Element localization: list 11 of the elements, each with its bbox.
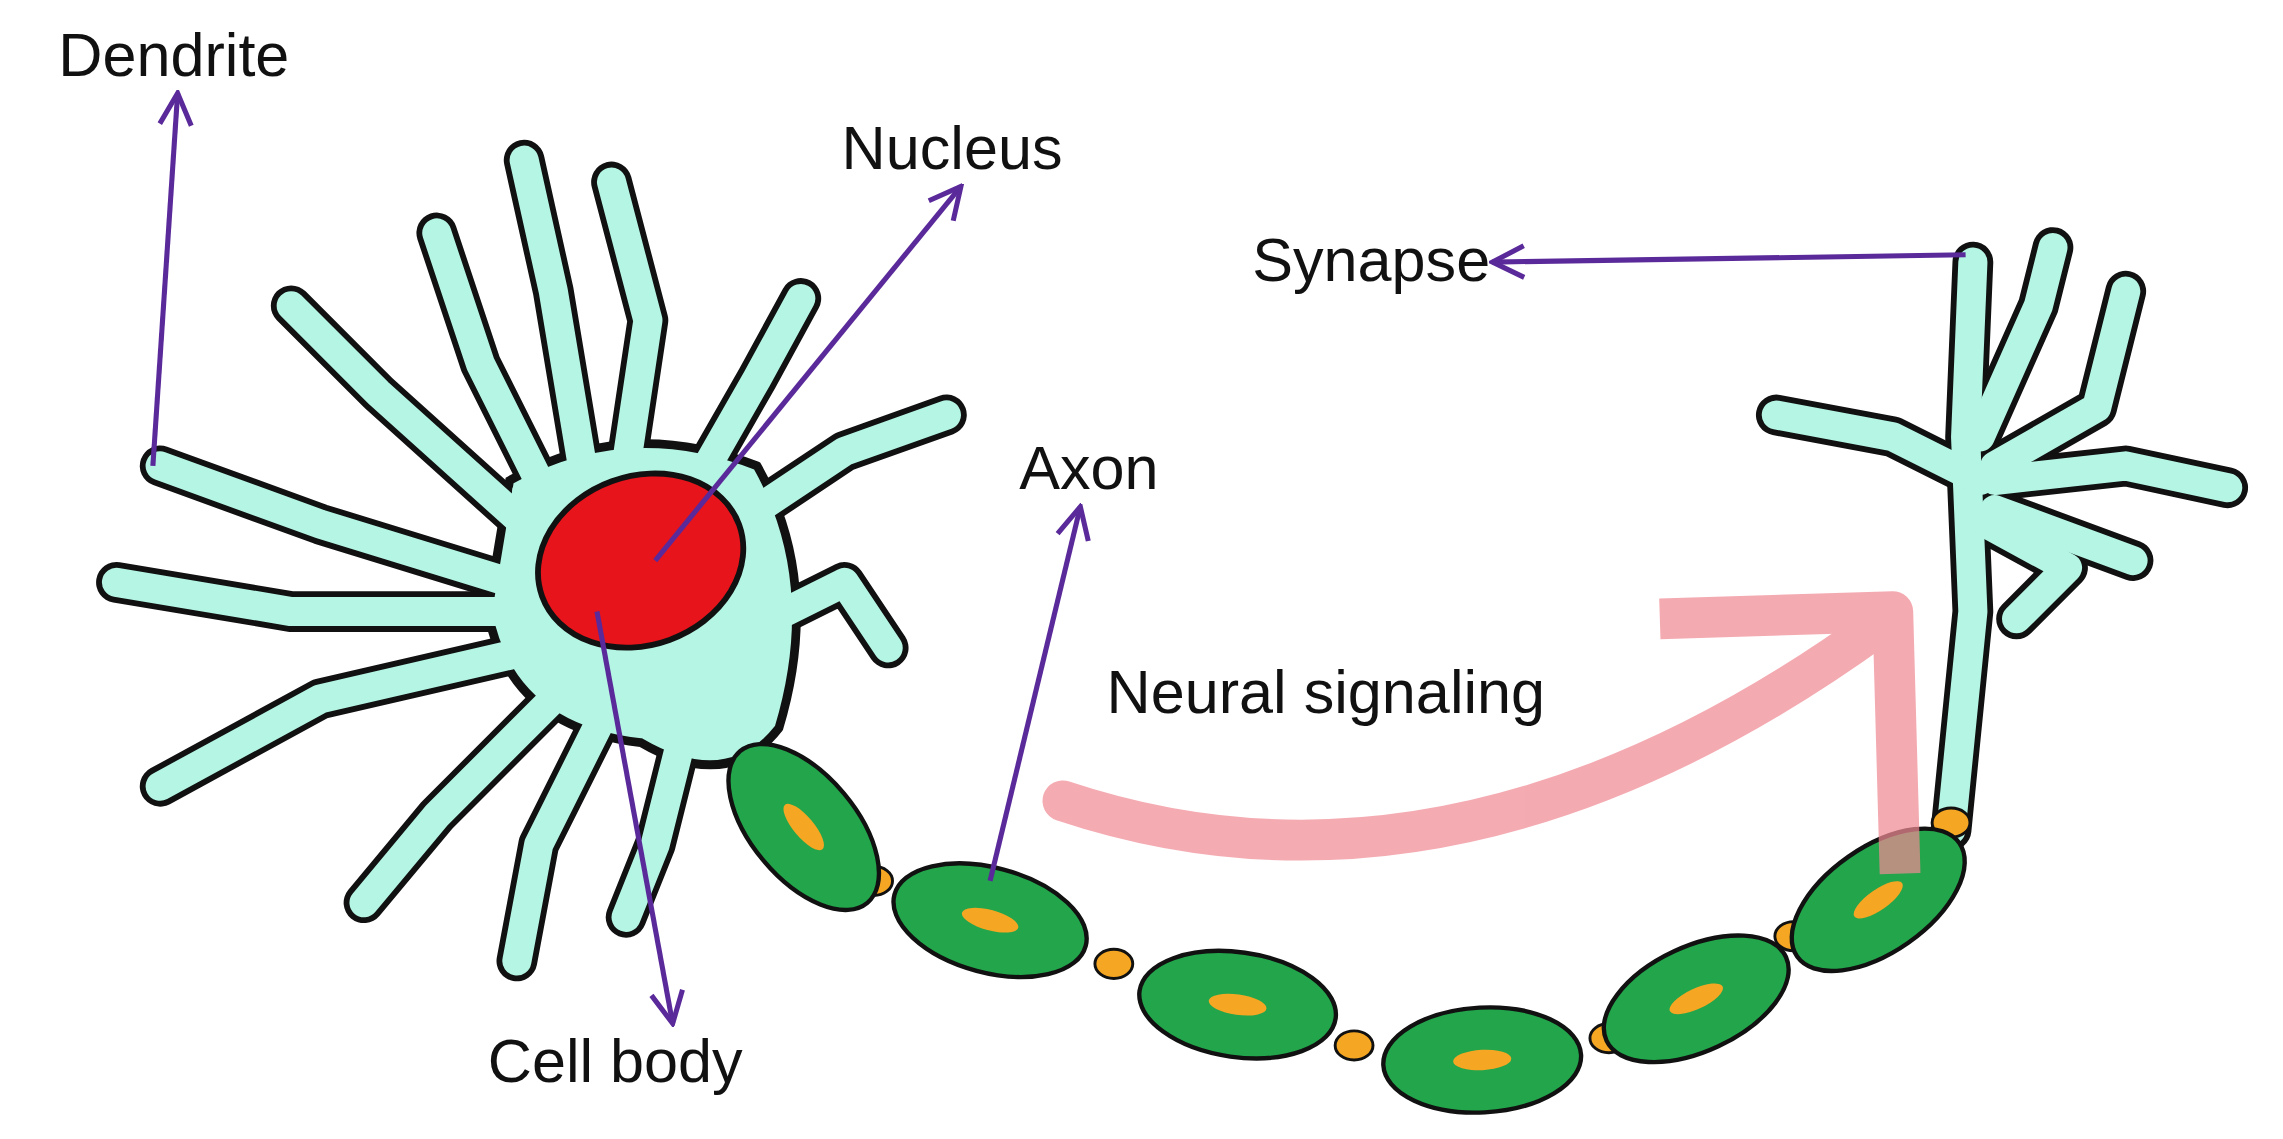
part-label: Nucleus [841, 113, 1063, 184]
part-label: Cell body [487, 1026, 743, 1097]
part-label: Synapse [1252, 225, 1491, 296]
part-label: Dendrite [58, 20, 290, 91]
leader-line [987, 504, 1091, 882]
leader-line [150, 90, 194, 467]
process-label: Neural signaling [1106, 658, 1546, 728]
leader-line [594, 611, 685, 1027]
part-label: Axon [1019, 433, 1159, 504]
leader-line [653, 183, 964, 563]
leader-line [1489, 243, 1966, 280]
